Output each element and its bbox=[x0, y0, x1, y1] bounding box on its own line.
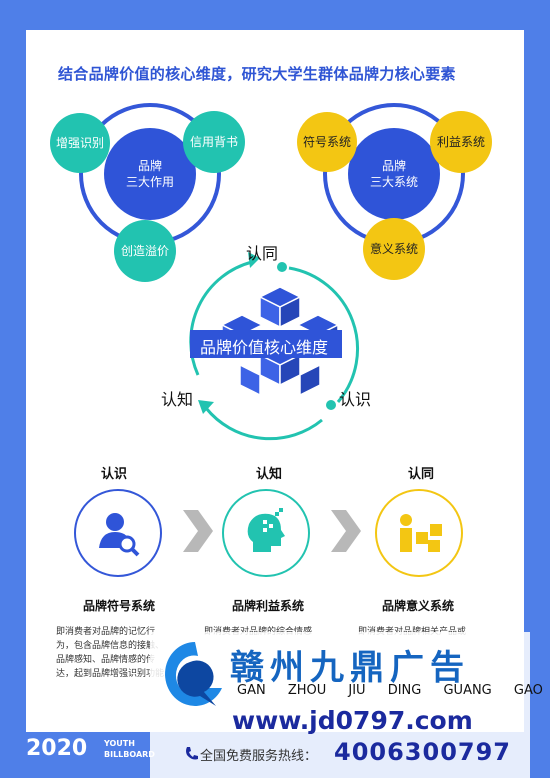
step-3-title: 认同 bbox=[408, 467, 435, 482]
watermark-phone: 4006300797 bbox=[334, 738, 511, 766]
cycle-label-right: 认识 bbox=[339, 390, 372, 409]
step-3-circle bbox=[375, 489, 463, 577]
watermark-logo-icon bbox=[165, 642, 222, 706]
page-title: 结合品牌价值的核心维度，研究大学生群体品牌力核心要素 bbox=[58, 65, 456, 83]
footer-sub: YOUTH BILLBOARD bbox=[104, 738, 155, 760]
right-item-1: 符号系统 bbox=[297, 112, 357, 172]
right-center-circle: 品牌三大系统 bbox=[348, 128, 440, 220]
watermark-url: www.jd0797.com bbox=[232, 706, 473, 735]
left-center-circle: 品牌三大作用 bbox=[104, 128, 196, 220]
step-1-desc: 即消费者对品牌的记忆行为，包含品牌信息的接触、品牌感知、品牌情感的传达，起到品牌… bbox=[56, 627, 165, 679]
step-1-name: 品牌符号系统 bbox=[83, 599, 156, 613]
step-2-circle bbox=[222, 489, 310, 577]
head-thinking-icon bbox=[247, 508, 285, 552]
left-center-line1: 品牌 bbox=[137, 159, 162, 173]
left-item-2: 信用背书 bbox=[183, 111, 245, 173]
right-item-3: 意义系统 bbox=[363, 218, 425, 280]
phone-icon bbox=[186, 747, 198, 760]
step-2-name: 品牌利益系统 bbox=[232, 599, 305, 613]
left-center-line2: 三大作用 bbox=[125, 175, 174, 189]
step-2-title: 认知 bbox=[256, 467, 283, 482]
cycle-label-left: 认知 bbox=[161, 390, 194, 409]
left-item-3: 创造溢价 bbox=[114, 220, 176, 282]
watermark-panel bbox=[150, 632, 530, 778]
watermark-pinyin: GAN ZHOU JIU DING GUANG GAO bbox=[237, 683, 543, 698]
person-search-icon bbox=[99, 513, 140, 557]
cycle-label-top: 认同 bbox=[246, 244, 279, 263]
footer-sub-1: YOUTH bbox=[104, 739, 135, 748]
right-center-line1: 品牌 bbox=[381, 159, 406, 173]
right-center-line2: 三大系统 bbox=[369, 175, 418, 189]
step-1-circle bbox=[74, 489, 162, 577]
footer-sub-2: BILLBOARD bbox=[104, 750, 155, 759]
person-boxes-icon bbox=[400, 514, 442, 552]
left-item-1: 增强识别 bbox=[50, 113, 110, 173]
cycle-center-label: 品牌价值核心维度 bbox=[200, 338, 329, 357]
right-item-2: 利益系统 bbox=[430, 111, 492, 173]
watermark-hotline: 全国免费服务热线： bbox=[200, 749, 318, 764]
step-3-name: 品牌意义系统 bbox=[382, 599, 455, 613]
footer-year: 2020 bbox=[26, 736, 88, 761]
watermark-cn: 赣州九鼎广告 bbox=[230, 648, 470, 688]
step-1-title: 认识 bbox=[101, 467, 128, 482]
